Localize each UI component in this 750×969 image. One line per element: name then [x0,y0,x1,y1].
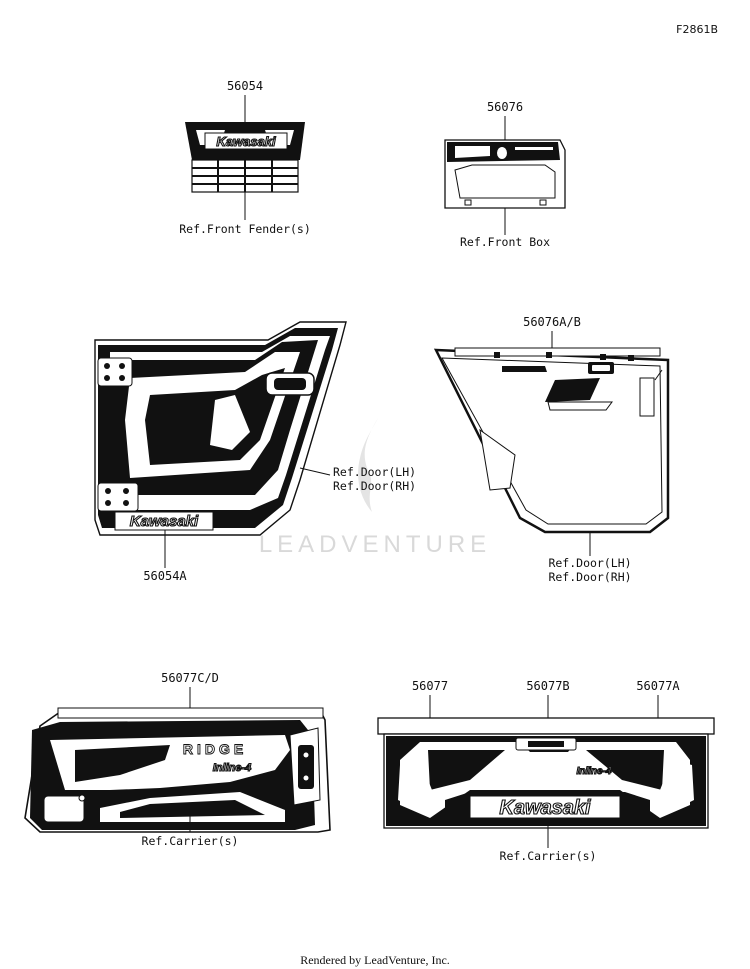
carrier-rear-reference: Ref.Carrier(s) [500,849,597,863]
watermark-flame-icon [358,418,378,512]
door-right-reference-lh: Ref.Door(LH) [548,556,631,570]
carrier-rear-drawing: Inline-4 Kawasaki [377,717,715,829]
front-grille-drawing: Kawasaki [185,122,305,193]
footer-credit: Rendered by LeadVenture, Inc. [300,953,450,967]
watermark: LEADVENTURE [259,418,491,558]
carrier-side-model-text: RIDGE [183,741,247,757]
carrier-side-group: 56077C/D RIDGE Inline-4 Ref.Carrier(s) [24,671,331,848]
figure-id: F2861B [676,23,718,36]
carrier-rear-model-badge: Inline-4 [576,766,611,777]
front-grille-part-number[interactable]: 56054 [227,79,263,93]
door-left-reference-lh: Ref.Door(LH) [333,465,416,479]
front-grille-reference: Ref.Front Fender(s) [179,222,311,236]
door-right-reference-rh: Ref.Door(RH) [548,570,631,584]
carrier-rear-part-number-1[interactable]: 56077 [412,679,448,693]
door-left-part-number[interactable]: 56054A [143,569,187,583]
carrier-rear-part-number-3[interactable]: 56077A [636,679,680,693]
carrier-side-drawing: RIDGE Inline-4 [24,707,331,833]
front-grille-group: 56054 Kawasaki Ref.Front Fender(s) [179,79,311,236]
carrier-rear-part-number-2[interactable]: 56077B [526,679,569,693]
front-box-reference: Ref.Front Box [460,235,550,249]
carrier-rear-group: 56077 56077B 56077A Inline-4 Kawasaki Re… [377,679,715,863]
door-right-group: 56076A/B Ref.Door(LH) Ref.Door(RH) [433,315,670,584]
door-right-part-number[interactable]: 56076A/B [523,315,581,329]
front-box-group: 56076 Ref.Front Box [444,100,566,249]
carrier-side-part-number[interactable]: 56077C/D [161,671,219,685]
front-box-drawing [444,139,566,209]
front-box-part-number[interactable]: 56076 [487,100,523,114]
front-grille-brand: Kawasaki [216,134,276,149]
door-left-drawing: Kawasaki [94,321,347,536]
door-left-reference-rh: Ref.Door(RH) [333,479,416,493]
door-right-drawing [433,347,670,534]
carrier-side-reference: Ref.Carrier(s) [142,834,239,848]
carrier-rear-brand: Kawasaki [499,797,591,819]
watermark-text: LEADVENTURE [259,531,491,558]
door-left-group: Kawasaki Ref.Door(LH) Ref.Door(RH) 56054… [94,321,416,583]
door-left-brand: Kawasaki [130,513,199,530]
carrier-side-model-badge: Inline-4 [213,762,252,774]
